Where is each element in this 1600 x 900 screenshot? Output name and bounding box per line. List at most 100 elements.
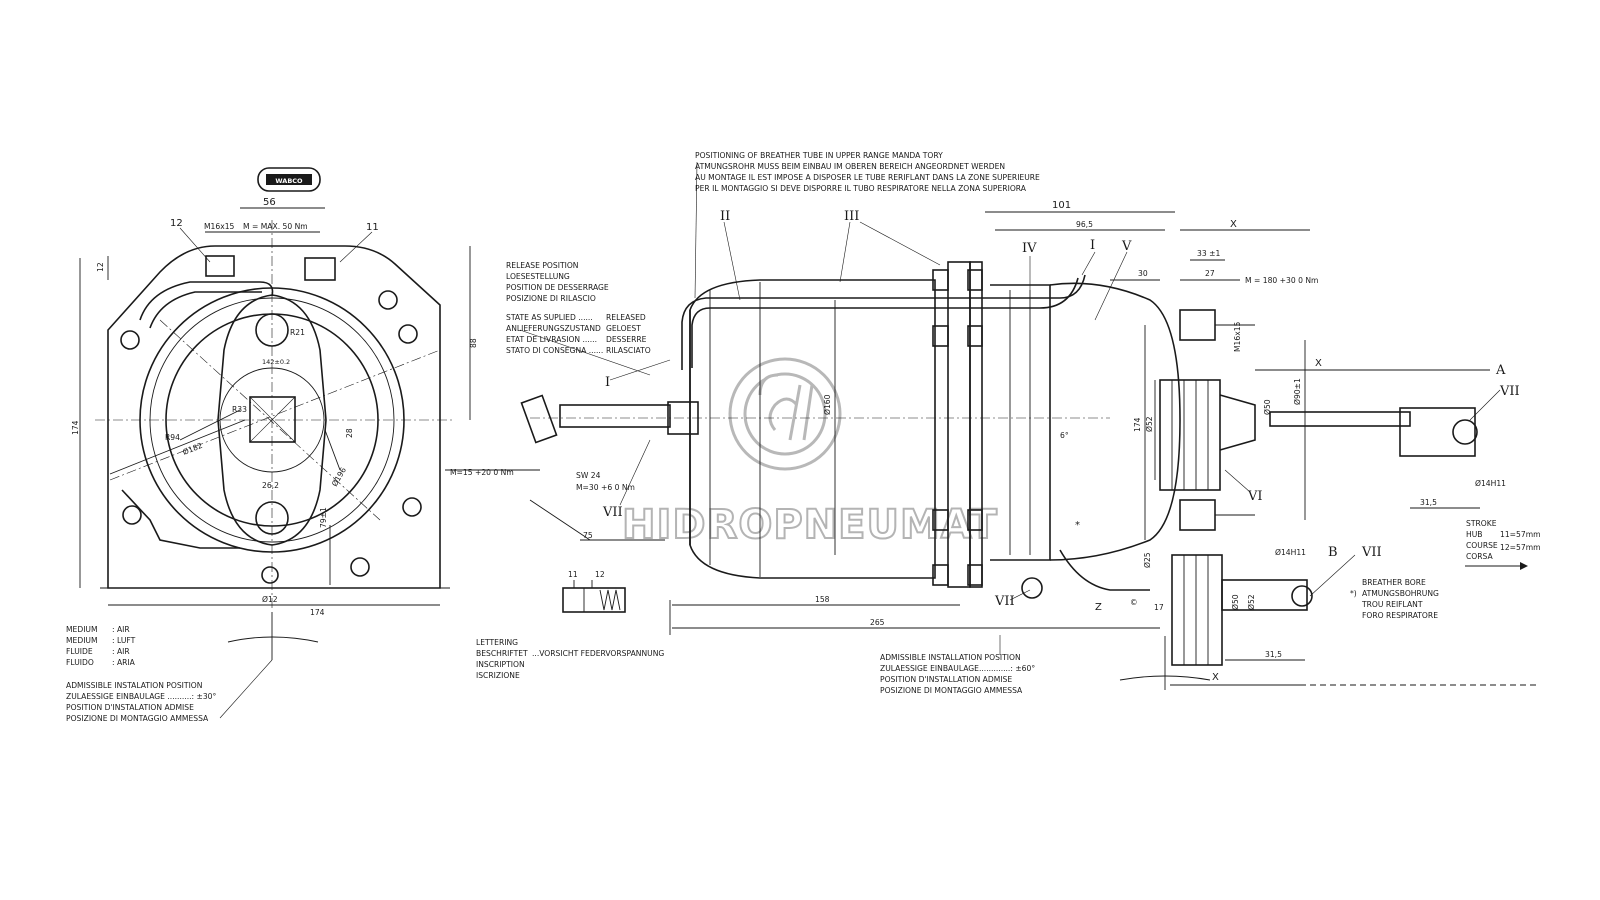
balloon-A: A	[1495, 363, 1506, 378]
dim-174-horizontal: 174	[310, 608, 325, 617]
dim-158: 158	[815, 595, 830, 604]
balloon-V: V	[1121, 239, 1132, 254]
balloon-VII-b: VII	[602, 505, 623, 520]
breather-note-en: POSITIONING OF BREATHER TUBE IN UPPER RA…	[695, 151, 943, 160]
stroke-value-11: 11=57mm	[1500, 530, 1540, 539]
dim-x-mid: X	[1315, 358, 1322, 369]
lettering-en: LETTERING	[476, 638, 518, 647]
label-star: *	[1075, 520, 1080, 531]
dim-17: 17	[1154, 603, 1164, 612]
state-value-fr: DESSERRE	[606, 335, 647, 344]
balloon-VII-a: VII	[1499, 384, 1520, 399]
medium-value-fr: : AIR	[112, 647, 130, 656]
release-position-en: RELEASE POSITION	[506, 261, 578, 270]
dim-phi160: Ø160	[823, 394, 832, 415]
breather-bore-it: FORO RESPIRATORE	[1362, 611, 1438, 620]
dim-phi52-upper: Ø52	[1145, 416, 1154, 432]
dim-x-bottom: X	[1212, 672, 1219, 683]
balloon-I-left: I	[605, 375, 610, 390]
balloon-B: B	[1328, 545, 1338, 560]
balloon-II: II	[720, 209, 730, 224]
dim-33: 33 ±1	[1197, 249, 1220, 258]
dim-phi182: Ø182	[181, 441, 204, 457]
dim-m16-side: M16x15	[1233, 321, 1242, 352]
state-en: STATE AS SUPLIED ......	[506, 313, 593, 322]
balloon-I-top: I	[1090, 238, 1095, 253]
dim-torque-nut2: M=15 +20 0 Nm	[450, 468, 514, 477]
release-position-note: RELEASE POSITION LOESESTELLUNG POSITION …	[506, 261, 609, 303]
dim-torque-nut: M = 180 +30 0 Nm	[1245, 276, 1318, 285]
breather-bore-fr: TROU REIFLANT	[1361, 600, 1423, 609]
medium-value-it: : ARIA	[112, 658, 136, 667]
dim-m16: M16x15	[204, 222, 235, 231]
stroke-note: STROKE HUB COURSE CORSA 11=57mm 12=57mm	[1466, 519, 1540, 561]
state-value-en: RELEASED	[606, 313, 646, 322]
dim-phi50-upper: Ø50	[1263, 399, 1272, 415]
install-right-fr: POSITION D'INSTALLATION ADMISE	[880, 675, 1012, 684]
watermark-gear-emblem	[728, 357, 842, 471]
balloon-11: 11	[366, 222, 379, 233]
breather-note: POSITIONING OF BREATHER TUBE IN UPPER RA…	[695, 151, 1040, 193]
dim-265: 265	[870, 618, 885, 627]
medium-note: MEDIUM MEDIUM FLUIDE FLUIDO : AIR : LUFT…	[66, 625, 136, 667]
watermark-text: HIDROPNEUMAT	[622, 502, 998, 548]
watermark: HIDROPNEUMAT	[621, 357, 998, 549]
release-position-de: LOESESTELLUNG	[506, 272, 570, 281]
dim-r21: R21	[290, 328, 305, 337]
dim-28: 28	[345, 428, 354, 438]
lettering-de: BESCHRIFTET	[476, 649, 528, 658]
dim-30: 30	[1138, 269, 1148, 278]
install-position-right: ADMISSIBLE INSTALLATION POSITION ZULAESS…	[880, 653, 1035, 695]
install-left-de: ZULAESSIGE EINBAULAGE ..........: ±30°	[66, 692, 217, 701]
balloon-VI: VI	[1247, 489, 1263, 504]
install-left-fr: POSITION D'INSTALATION ADMISE	[66, 703, 194, 712]
dim-56: 56	[263, 197, 276, 208]
dim-phi52-lower: Ø52	[1247, 594, 1256, 610]
dim-12: 12	[96, 262, 105, 272]
dim-31-5-upper: 31,5	[1420, 498, 1437, 507]
dim-96-5: 96,5	[1076, 220, 1093, 229]
dim-r33: R33	[232, 405, 247, 414]
breather-bore-en: BREATHER BORE	[1362, 578, 1426, 587]
dim-phi14-lower: Ø14H11	[1275, 548, 1306, 557]
symbol-label-11: 11	[568, 570, 578, 579]
balloon-VII-c: VII	[994, 594, 1015, 609]
breather-note-it: PER IL MONTAGGIO SI DEVE DISPORRE IL TUB…	[695, 184, 1027, 193]
install-right-de: ZULAESSIGE EINBAULAGE.............: ±60°	[880, 664, 1035, 673]
logo-text: WABCO	[275, 177, 303, 185]
install-left-en: ADMISSIBLE INSTALATION POSITION	[66, 681, 202, 690]
install-right-en: ADMISSIBLE INSTALLATION POSITION	[880, 653, 1021, 662]
stroke-fr: COURSE	[1466, 541, 1498, 550]
symbol-label-12: 12	[595, 570, 605, 579]
dim-174-vertical: 174	[71, 420, 80, 435]
dim-27: 27	[1205, 269, 1215, 278]
dim-phi25: Ø25	[1143, 552, 1152, 568]
release-position-it: POSIZIONE DI RILASCIO	[506, 294, 596, 303]
dim-31-5-lower: 31,5	[1265, 650, 1282, 659]
breather-bore-marker: *)	[1350, 589, 1357, 598]
state-supplied-note: STATE AS SUPLIED ...... ANLIEFERUNGSZUST…	[506, 313, 651, 355]
label-z: Z	[1095, 602, 1102, 613]
dim-26-2: 26,2	[262, 481, 279, 490]
breather-note-fr: AU MONTAGE IL EST IMPOSE A DISPOSER LE T…	[695, 173, 1040, 182]
state-fr: ETAT DE LIVRASION ......	[506, 335, 597, 344]
install-right-it: POSIZIONE DI MONTAGGIO AMMESSA	[880, 686, 1023, 695]
dim-phi14-right: Ø14H11	[1475, 479, 1506, 488]
lettering-it: ISCRIZIONE	[476, 671, 520, 680]
stroke-it: CORSA	[1466, 552, 1494, 561]
lettering-note: LETTERING BESCHRIFTET INSCRIPTION ISCRIZ…	[476, 638, 664, 680]
stroke-de: HUB	[1466, 530, 1482, 539]
dim-101: 101	[1052, 200, 1071, 211]
front-view: 56 M16x15 M = MAX. 50 Nm 12 88 174 174 Ø…	[71, 197, 478, 719]
breather-note-de: ATMUNGSROHR MUSS BEIM EINBAU IM OBEREN B…	[695, 162, 1005, 171]
balloon-IV: IV	[1022, 241, 1037, 256]
install-position-left: ADMISSIBLE INSTALATION POSITION ZULAESSI…	[66, 681, 217, 723]
dim-88: 88	[469, 338, 478, 348]
dim-torque-sw: M=30 +6 0 Nm	[576, 483, 635, 492]
dim-torque: M = MAX. 50 Nm	[243, 222, 308, 231]
label-c: ©	[1130, 598, 1138, 607]
dim-phi50-lower: Ø50	[1231, 594, 1240, 610]
lettering-text: ...VORSICHT FEDERVORSPANNUNG	[532, 649, 664, 658]
state-de: ANLIEFERUNGSZUSTAND	[506, 324, 601, 333]
